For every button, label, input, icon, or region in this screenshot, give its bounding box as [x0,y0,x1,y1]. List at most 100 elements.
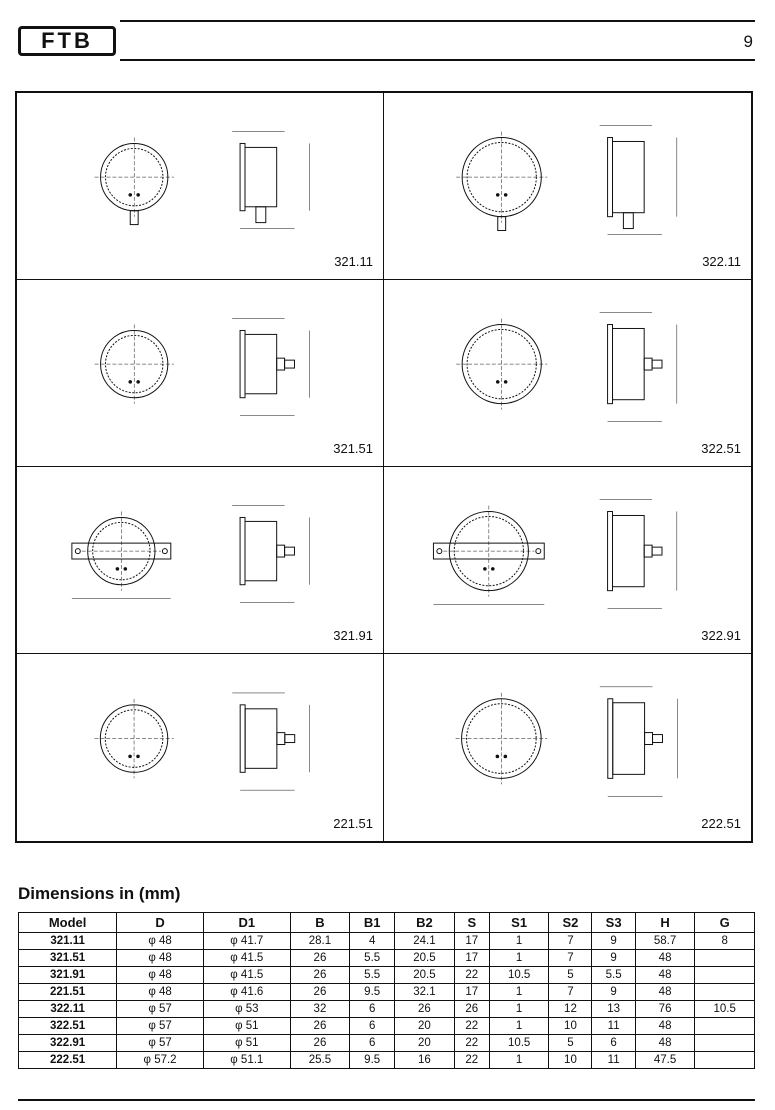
table-cell: 6 [349,1017,396,1035]
table-cell: 221.51 [17,983,118,1001]
table-cell: φ 48 [116,966,204,984]
table-cell: 9.5 [349,983,396,1001]
table-cell: φ 48 [116,983,204,1001]
table-cell: 1 [488,1017,550,1035]
table-cell: φ 51.1 [202,1051,291,1069]
diagram-cell: 321.91 [17,467,384,654]
table-cell: φ 41.5 [202,949,291,967]
table-cell: 10.5 [488,966,550,984]
table-cell: 6 [349,1034,396,1052]
column-header: D [116,912,204,933]
table-cell: 16 [394,1051,455,1069]
gauge-drawing [456,125,678,235]
table-cell: φ 41.5 [202,966,291,984]
model-label: 321.91 [333,628,373,643]
gauge-drawing [94,318,310,416]
logo-text: FTB [41,28,93,53]
table-cell: 321.11 [17,932,118,950]
table-cell: 1 [488,949,550,967]
gauge-drawing [456,312,678,422]
table-cell: 9 [591,949,636,967]
table-cell: φ 57 [116,1017,204,1035]
table-cell: 28.1 [289,932,351,950]
column-header: H [634,912,696,933]
header-rule-top [120,20,755,22]
table-cell: 5.5 [349,949,396,967]
table-cell: 10.5 [488,1034,550,1052]
page-number: 9 [743,32,753,51]
column-header: B1 [349,912,396,933]
table-cell: 10 [548,1051,593,1069]
table-cell: 7 [548,949,593,967]
table-cell: φ 51 [202,1034,291,1052]
table-cell: 24.1 [394,932,455,950]
table-cell: 6 [591,1034,636,1052]
table-cell: 1 [488,932,550,950]
table-cell: 47.5 [634,1051,696,1069]
table-cell: 10 [548,1017,593,1035]
table-cell: 322.11 [17,1000,118,1018]
table-cell: 5 [548,1034,593,1052]
column-header: S3 [591,912,636,933]
table-cell: 20.5 [394,966,455,984]
table-cell: 9 [591,932,636,950]
table-cell: 32 [289,1000,351,1018]
dimensions-title: Dimensions in (mm) [18,884,181,903]
table-cell: 322.91 [17,1034,118,1052]
table-cell [694,1051,755,1069]
table-cell: 321.51 [17,949,118,967]
table-cell: 20 [394,1017,455,1035]
table-cell [694,949,755,967]
model-label: 322.51 [701,441,741,456]
table-cell: 5.5 [349,966,396,984]
model-label: 222.51 [701,816,741,831]
table-cell: 26 [289,983,351,1001]
gauge-drawing [94,131,310,229]
table-cell: 22 [453,1034,490,1052]
table-cell: 26 [289,1017,351,1035]
table-cell: 5.5 [591,966,636,984]
table-cell: φ 57.2 [116,1051,204,1069]
model-label: 221.51 [333,816,373,831]
diagram-cell: 322.51 [384,280,751,467]
table-cell: 48 [634,1034,696,1052]
table-cell: 321.91 [17,966,118,984]
gauge-drawing [455,686,678,797]
table-cell: 32.1 [394,983,455,1001]
footer-rule [18,1099,755,1101]
column-header: B [289,912,351,933]
table-cell: 26 [289,949,351,967]
gauge-drawing [71,505,310,603]
table-cell: φ 48 [116,932,204,950]
diagram-cell: 221.51 [17,654,384,841]
table-cell: 322.51 [17,1017,118,1035]
diagram-cell: 322.11 [384,93,751,280]
table-cell [694,1017,755,1035]
diagram-cell: 321.11 [17,93,384,280]
table-cell [694,1034,755,1052]
table-cell: 26 [394,1000,455,1018]
table-cell: 76 [634,1000,696,1018]
table-cell: 48 [634,949,696,967]
table-cell: 12 [548,1000,593,1018]
table-cell: 7 [548,932,593,950]
column-header: S1 [488,912,550,933]
gauge-drawing [432,499,678,609]
table-cell: 26 [289,966,351,984]
column-header: S2 [548,912,593,933]
column-header: D1 [202,912,291,933]
table-cell: 9.5 [349,1051,396,1069]
table-cell: φ 53 [202,1000,291,1018]
ftb-logo: FTB [18,26,116,56]
table-cell: 4 [349,932,396,950]
table-cell: 7 [548,983,593,1001]
table-cell: 5 [548,966,593,984]
